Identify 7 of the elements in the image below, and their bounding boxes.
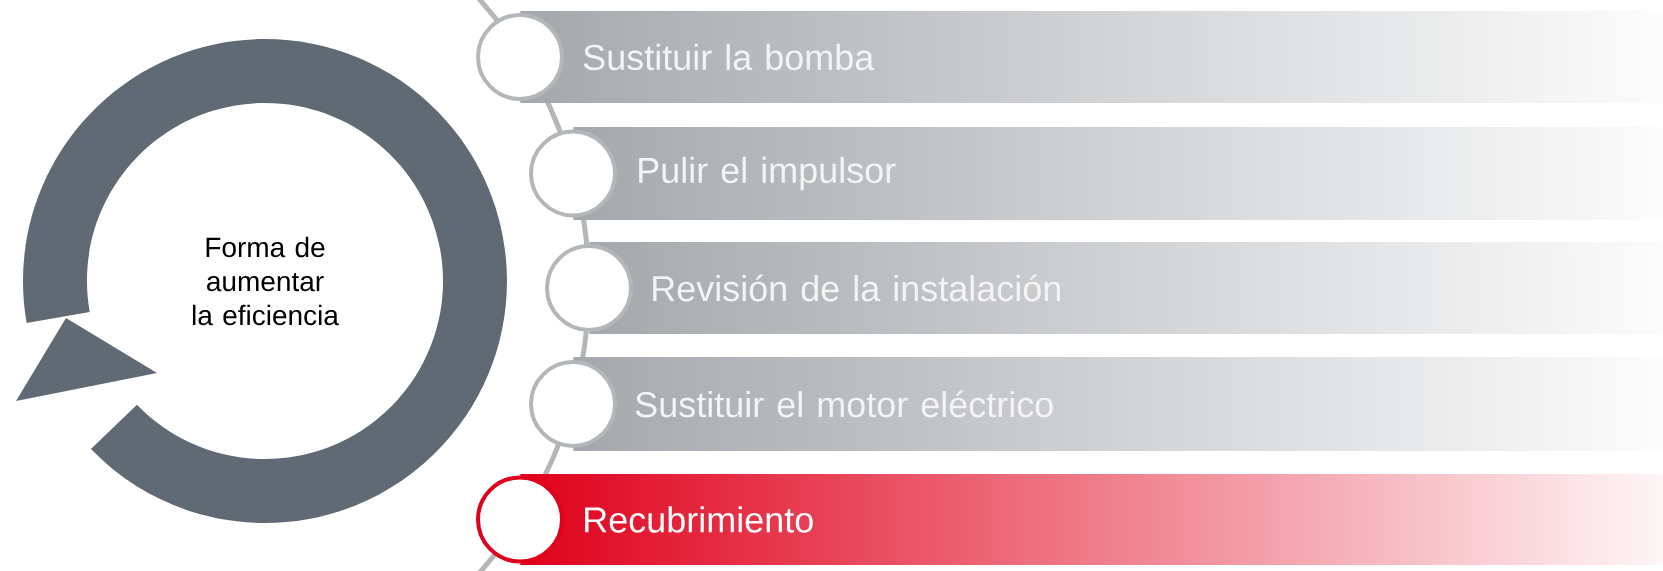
center-label: Forma de aumentar la eficiencia	[192, 236, 339, 326]
step-band: Sustituir la bomba	[476, 13, 875, 101]
node-label: Sustituir la bomba	[583, 43, 875, 71]
step-band: Recubrimiento	[476, 475, 813, 564]
step-band: Pulir el impulsor	[529, 129, 896, 218]
node-label: Pulir el impulsor	[639, 156, 896, 191]
node-label: Recubrimiento	[585, 506, 813, 533]
